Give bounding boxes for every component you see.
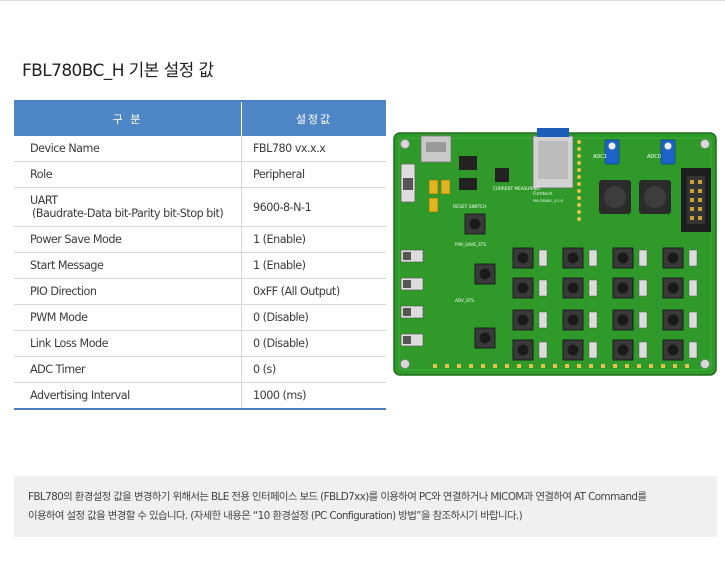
push-button — [562, 277, 584, 299]
table-row: UART (Baudrate-Data bit-Parity bit-Stop … — [14, 187, 386, 227]
reset-label: RESET SWITCH — [453, 204, 487, 210]
slide-switch-row — [538, 249, 698, 359]
row-value: 0 (Disable) — [241, 330, 386, 357]
note-line: 이용하여 설정 값을 변경할 수 있습니다. (자세한 내용은 “10 환경설정… — [28, 510, 523, 522]
push-button — [512, 277, 534, 299]
push-button — [662, 247, 684, 269]
row-label-uart: UART (Baudrate-Data bit-Parity bit-Stop … — [14, 187, 242, 227]
table-row: Power Save Mode 1 (Enable) — [14, 226, 386, 253]
power-save-label: P/W_SAVE_STS — [455, 242, 486, 247]
push-button — [662, 339, 684, 361]
table-header-row: 구 분 설정값 — [14, 101, 386, 136]
row-value: 0xFF (All Output) — [241, 278, 386, 305]
table-row: ADC Timer 0 (s) — [14, 356, 386, 383]
button-grid — [512, 247, 684, 361]
row-value: FBL780 vx.x.x — [241, 136, 386, 162]
note-line: FBL780의 환경설정 값을 변경하기 위해서는 BLE 전용 인터페이스 보… — [28, 491, 647, 503]
row-value: Peripheral — [241, 161, 386, 188]
capacitor — [440, 179, 451, 195]
push-button — [562, 247, 584, 269]
board-photo: RESET SWITCH Firmtech FBL780BC_V1.0 ADC1… — [393, 128, 717, 376]
push-button — [562, 339, 584, 361]
row-value: 9600-8-N-1 — [241, 187, 386, 227]
table-row: PIO Direction 0xFF (All Output) — [14, 278, 386, 305]
row-label: Advertising Interval — [14, 382, 242, 409]
capacitor — [428, 197, 439, 213]
row-value: 1 (Enable) — [241, 252, 386, 279]
push-button — [512, 309, 534, 331]
table-row: Advertising Interval 1000 (ms) — [14, 382, 386, 409]
row-value: 0 (s) — [241, 356, 386, 383]
push-button — [562, 309, 584, 331]
row-label: Link Loss Mode — [14, 330, 242, 357]
row-value: 1000 (ms) — [253, 389, 306, 402]
row-value: 0 (Disable) — [241, 304, 386, 331]
table-row: Role Peripheral — [14, 161, 386, 188]
push-button — [612, 277, 634, 299]
chip — [459, 156, 477, 170]
brand-label: Firmtech — [533, 191, 553, 197]
antenna-board — [537, 128, 569, 137]
chip — [459, 178, 477, 190]
row-label-sub: (Baudrate-Data bit-Parity bit-Stop bit) — [32, 207, 224, 220]
push-button — [512, 339, 534, 361]
top-divider — [0, 0, 725, 1]
adv-status-label: ADV_STS — [455, 298, 474, 303]
row-label: PWM Mode — [14, 304, 242, 331]
push-button — [662, 309, 684, 331]
push-button — [612, 339, 634, 361]
row-label: Start Message — [14, 252, 242, 279]
column-header-category: 구 분 — [14, 101, 242, 136]
settings-table: 구 분 설정값 Device Name FBL780 vx.x.x Role P… — [14, 100, 386, 410]
capacitor — [428, 179, 439, 195]
row-value: 1 (Enable) — [241, 226, 386, 253]
push-button — [512, 247, 534, 269]
pin-header — [577, 140, 581, 221]
row-label: UART — [30, 194, 58, 207]
note-text: FBL780의 환경설정 값을 변경하기 위해서는 BLE 전용 인터페이스 보… — [28, 488, 708, 526]
push-button — [612, 309, 634, 331]
note-box: FBL780의 환경설정 값을 변경하기 위해서는 BLE 전용 인터페이스 보… — [14, 476, 717, 537]
page-title: FBL780BC_H 기본 설정 값 — [22, 61, 214, 81]
table-row: Start Message 1 (Enable) — [14, 252, 386, 279]
model-label: FBL780BC_V1.0 — [533, 198, 563, 203]
row-label: Device Name — [14, 136, 242, 162]
row-label: ADC Timer — [14, 356, 242, 383]
column-header-value: 설정값 — [241, 101, 386, 136]
bottom-pin-row — [433, 364, 689, 368]
row-label: Power Save Mode — [14, 226, 242, 253]
table-row: Link Loss Mode 0 (Disable) — [14, 330, 386, 357]
box-header-pins — [690, 180, 702, 220]
push-button — [662, 277, 684, 299]
adc1-label: ADC1 — [593, 154, 607, 160]
chip — [495, 168, 509, 182]
adc0-label: ADC0 — [647, 154, 661, 160]
current-label: CURRENT MEASURING — [493, 186, 540, 191]
table-row: PWM Mode 0 (Disable) — [14, 304, 386, 331]
row-label: PIO Direction — [14, 278, 242, 305]
push-button — [612, 247, 634, 269]
table-row: Device Name FBL780 vx.x.x — [14, 136, 386, 162]
row-label: Role — [14, 161, 242, 188]
